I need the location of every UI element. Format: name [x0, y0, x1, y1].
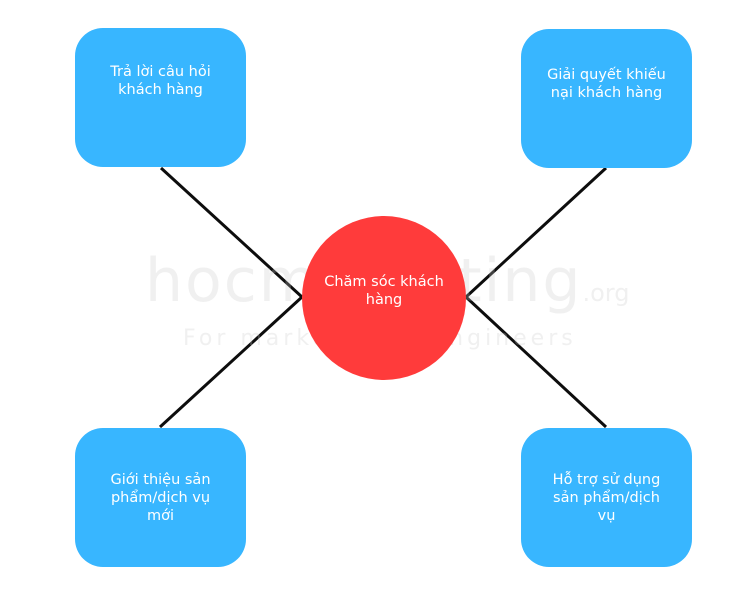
box-bottom-right: Hỗ trợ sử dụng sản phẩm/dịch vụ — [521, 428, 692, 567]
box-bottom-right-label: Hỗ trợ sử dụng sản phẩm/dịch vụ — [552, 471, 661, 524]
connector-top-right — [464, 166, 608, 299]
box-top-left-label: Trả lời câu hỏi khách hàng — [110, 63, 211, 98]
center-circle: Chăm sóc khách hàng — [302, 216, 466, 380]
box-bottom-left-label: Giới thiệu sản phẩm/dịch vụ mới — [110, 471, 211, 524]
box-top-right: Giải quyết khiếu nại khách hàng — [521, 29, 692, 168]
box-top-right-label: Giải quyết khiếu nại khách hàng — [547, 66, 666, 101]
center-label: Chăm sóc khách hàng — [324, 274, 444, 308]
connector-top-left — [159, 166, 304, 299]
box-top-left: Trả lời câu hỏi khách hàng — [75, 28, 246, 167]
connector-bottom-right — [464, 295, 608, 429]
box-bottom-left: Giới thiệu sản phẩm/dịch vụ mới — [75, 428, 246, 567]
connector-bottom-left — [158, 295, 304, 429]
